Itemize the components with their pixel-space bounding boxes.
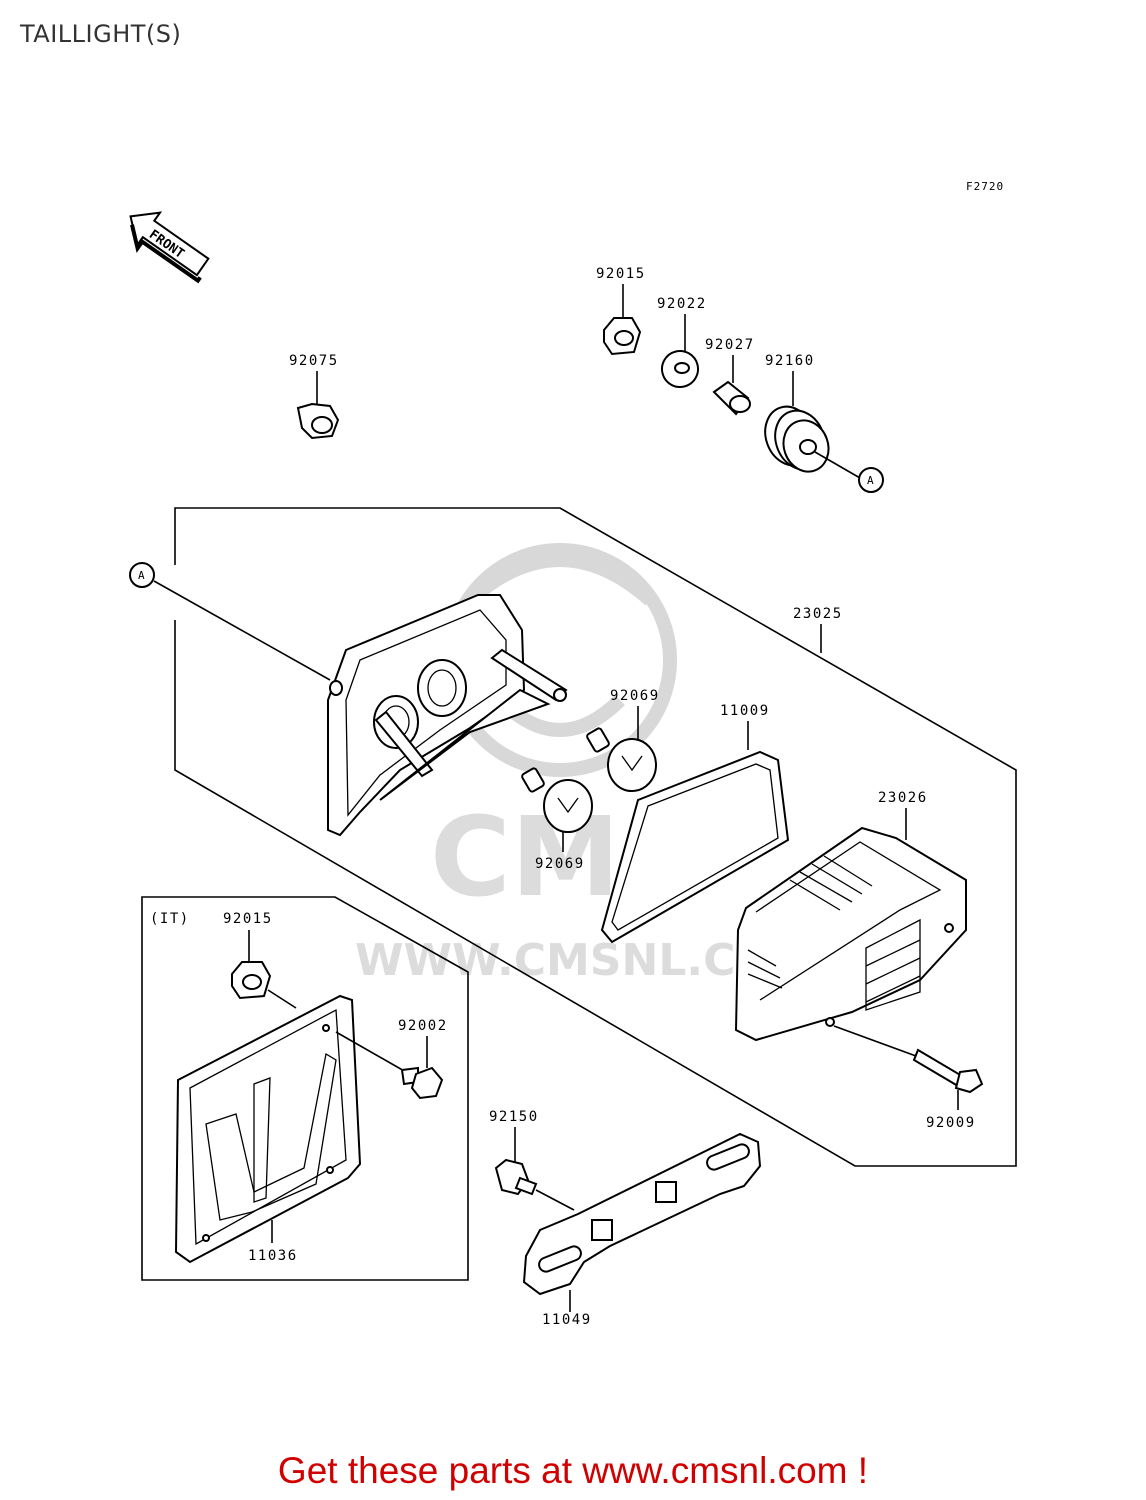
label-92069-upper: 92069 [610,688,660,704]
bulb-92069-upper [586,727,657,792]
label-92022: 92022 [657,296,707,312]
label-23026: 23026 [878,790,928,806]
grommet-92160 [764,405,830,473]
figure-code: F2720 [966,180,1004,193]
footer-link[interactable]: Get these parts at www.cmsnl.com ! [277,1450,869,1491]
washer-92022 [661,350,699,388]
front-arrow-icon: FRONT [129,211,210,284]
page-title: TAILLIGHT(S) [20,20,182,48]
label-11036: 11036 [248,1248,298,1264]
inset-it-frame [141,896,469,1281]
license-plate-holder-11036 [174,994,362,1264]
taillight-base [327,594,568,837]
ref-a-top [858,467,884,493]
screw-92009 [912,1048,984,1094]
gasket-11009 [600,750,790,944]
label-92002: 92002 [398,1018,448,1034]
ref-a-left [129,562,155,588]
label-23025: 23025 [793,606,843,622]
bolt-92150 [494,1158,538,1196]
label-92075: 92075 [289,353,339,369]
bulb-92069-lower [521,767,593,833]
nut-92075 [296,402,340,440]
nut-92015-top [603,317,642,356]
label-92009: 92009 [926,1115,976,1131]
nut-92015-it [231,961,272,1000]
lens-23026 [734,826,967,1042]
label-92160: 92160 [765,353,815,369]
collar-92027 [712,380,751,416]
ref-a-top-label: A [867,474,875,487]
label-92150: 92150 [489,1109,539,1125]
bolt-92002 [400,1066,444,1100]
label-92069-lower: 92069 [535,856,585,872]
ref-a-left-label: A [138,569,146,582]
inset-it-label: (IT) [150,911,190,927]
label-92027: 92027 [705,337,755,353]
label-92015-top: 92015 [596,266,646,282]
label-92015-it: 92015 [223,911,273,927]
bracket-11049 [522,1132,762,1296]
label-11009: 11009 [720,703,770,719]
label-11049: 11049 [542,1312,592,1328]
